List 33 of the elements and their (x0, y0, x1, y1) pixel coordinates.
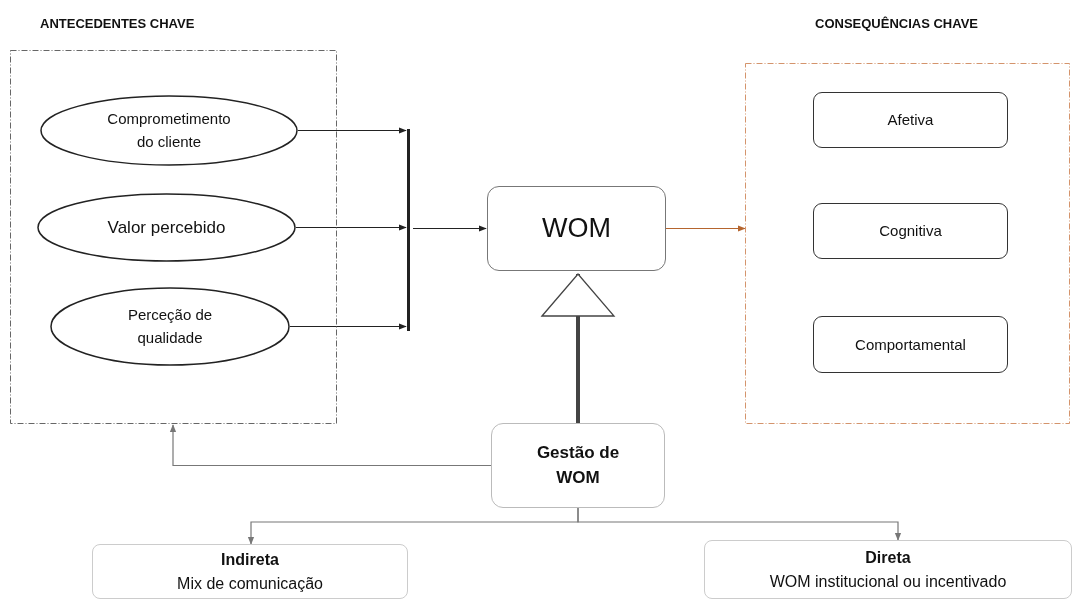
factor-label: Comprometimento do cliente (106, 109, 232, 152)
arrow (295, 224, 407, 231)
factor-label: Valor percebido (107, 216, 226, 239)
arrow (169, 424, 492, 467)
strategy-box (92, 544, 408, 599)
factor-ellipse (37, 193, 296, 262)
strategy-title: Direta (865, 548, 911, 569)
panel-heading: CONSEQUÊNCIAS CHAVE (815, 16, 978, 31)
box-label: Comportamental (855, 334, 966, 355)
outcome-box (813, 316, 1008, 373)
factor-ellipse (40, 95, 298, 166)
process-box (487, 186, 666, 271)
outcome-box (813, 92, 1008, 148)
arrow (412, 225, 487, 232)
arrow (297, 127, 407, 134)
factor-ellipse (50, 287, 290, 366)
block-arrow (541, 273, 615, 423)
arrow (289, 323, 407, 330)
box-label: Afetiva (887, 110, 934, 131)
factor-label: Perceção de qualidade (126, 305, 214, 348)
outcome-box (813, 203, 1008, 259)
box-label: WOM (542, 211, 611, 245)
box-label: Gestão de WOM (535, 441, 621, 489)
strategy-description: Mix de comunicação (177, 573, 323, 594)
strategy-title: Indireta (221, 550, 279, 571)
arrow (577, 507, 902, 541)
junction-bar (407, 129, 410, 331)
strategy-description: WOM institucional ou incentivado (769, 571, 1007, 592)
box-label: Cognitiva (879, 221, 942, 242)
management-box (491, 423, 665, 508)
panel-heading: ANTECEDENTES CHAVE (40, 16, 195, 31)
strategy-box (704, 540, 1072, 599)
arrow (665, 225, 746, 232)
